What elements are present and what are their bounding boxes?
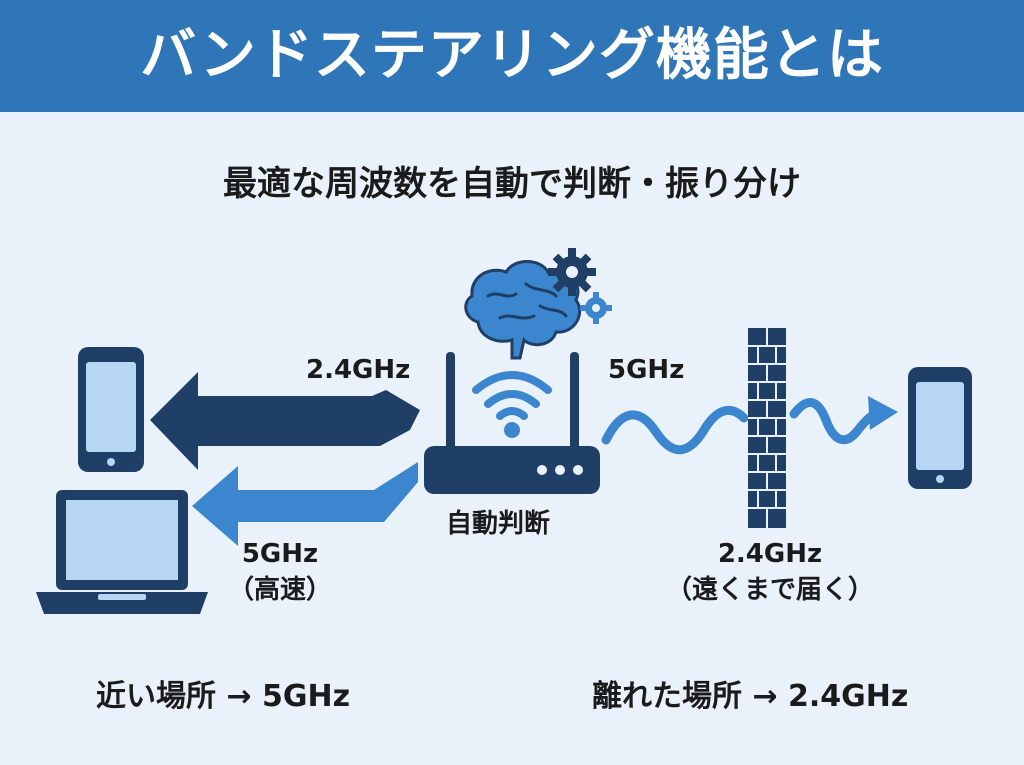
arrow-icon-to-phone <box>150 372 420 470</box>
band-label-5ghz-laptop: 5GHz <box>241 539 319 569</box>
laptop-icon <box>36 490 208 614</box>
summary-far: 離れた場所 → 2.4GHz <box>592 679 909 714</box>
subtitle: 最適な周波数を自動で判断・振り分け <box>223 164 801 204</box>
title-banner: バンドステアリング機能とは <box>0 0 1024 112</box>
router-label: 自動判断 <box>446 509 551 539</box>
gear-icon <box>548 248 612 324</box>
brain-icon <box>464 260 582 360</box>
wave-5ghz <box>601 405 749 455</box>
band-note-long-range: （遠くまで届く） <box>665 575 874 605</box>
arrow-icon-to-far-phone <box>868 396 898 430</box>
page-title: バンドステアリング機能とは <box>140 23 884 88</box>
band-label-5ghz-wave: 5GHz <box>608 355 685 385</box>
brick-wall-icon <box>748 328 786 528</box>
wave-2-4ghz <box>789 398 885 445</box>
band-label-2-4ghz-phone: 2.4GHz <box>306 355 411 385</box>
band-note-fast: （高速） <box>227 575 332 605</box>
arrow-icon-to-laptop <box>192 462 418 546</box>
band-label-2-4ghz-far: 2.4GHz <box>717 539 823 569</box>
wifi-icon <box>472 371 552 420</box>
router-icon <box>424 352 600 494</box>
summary-near: 近い場所 → 5GHz <box>96 679 351 714</box>
smartphone-icon-right <box>908 367 972 489</box>
smartphone-icon-left <box>78 347 144 472</box>
wifi-dot <box>504 422 520 438</box>
